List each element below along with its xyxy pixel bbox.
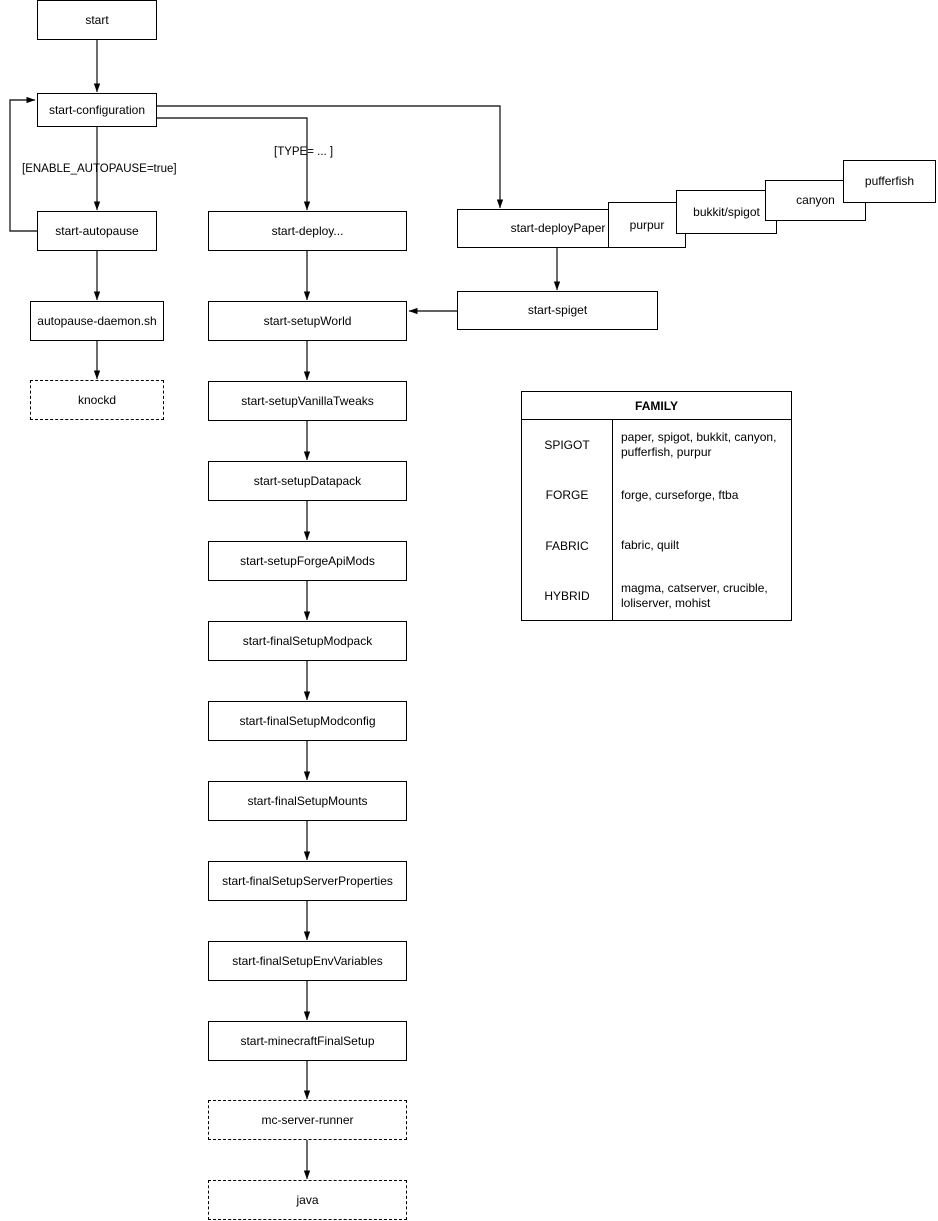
- family-legend-body: SPIGOT FORGE FABRIC HYBRID paper, spigot…: [522, 420, 791, 621]
- family-name-cell: HYBRID: [544, 588, 590, 603]
- node-start-setupdatapack[interactable]: start-setupDatapack: [208, 461, 407, 501]
- node-label: start-deploy...: [271, 223, 344, 238]
- node-start-finalsetupserverproperties[interactable]: start-finalSetupServerProperties: [208, 861, 407, 901]
- node-purpur[interactable]: purpur: [608, 202, 686, 248]
- node-start-setupworld[interactable]: start-setupWorld: [208, 301, 407, 341]
- family-name-cell: FORGE: [545, 488, 589, 503]
- node-start-finalsetupenvvariables[interactable]: start-finalSetupEnvVariables: [208, 941, 407, 981]
- node-label: bukkit/spigot: [693, 204, 760, 219]
- family-legend-members-column: paper, spigot, bukkit, canyon, pufferfis…: [613, 420, 791, 621]
- node-start-configuration[interactable]: start-configuration: [37, 93, 157, 127]
- node-label: knockd: [77, 392, 117, 407]
- edge-label-enable-autopause: [ENABLE_AUTOPAUSE=true]: [22, 163, 177, 175]
- node-start-deploy[interactable]: start-deploy...: [208, 211, 407, 251]
- node-label: start-setupDatapack: [253, 473, 362, 488]
- node-start-setupforgeapimods[interactable]: start-setupForgeApiMods: [208, 541, 407, 581]
- family-name-cell: SPIGOT: [544, 438, 590, 453]
- node-label: start-finalSetupModconfig: [239, 713, 376, 728]
- family-legend-header: FAMILY: [522, 392, 791, 420]
- node-label: start-setupWorld: [263, 313, 352, 328]
- family-members-cell: magma, catserver, crucible, loliserver, …: [621, 580, 768, 610]
- node-bukkit-spigot[interactable]: bukkit/spigot: [676, 190, 777, 234]
- node-label: start-setupForgeApiMods: [240, 553, 375, 568]
- family-name-cell: FABRIC: [545, 538, 589, 553]
- node-start-finalsetupmodpack[interactable]: start-finalSetupModpack: [208, 621, 407, 661]
- node-label: start-autopause: [55, 223, 139, 238]
- node-label: start-finalSetupModpack: [242, 633, 373, 648]
- node-label: java: [296, 1192, 319, 1207]
- node-label: autopause-daemon.sh: [37, 313, 157, 328]
- node-start-spiget[interactable]: start-spiget: [457, 291, 658, 330]
- family-members-cell: forge, curseforge, ftba: [621, 487, 739, 502]
- node-start-finalsetupmounts[interactable]: start-finalSetupMounts: [208, 781, 407, 821]
- node-label: start-spiget: [527, 303, 588, 318]
- node-label: canyon: [796, 193, 835, 208]
- node-start[interactable]: start: [37, 0, 157, 40]
- node-start-finalsetupmodconfig[interactable]: start-finalSetupModconfig: [208, 701, 407, 741]
- node-mc-server-runner[interactable]: mc-server-runner: [208, 1100, 407, 1140]
- node-knockd[interactable]: knockd: [30, 380, 164, 420]
- node-label: purpur: [629, 217, 665, 232]
- node-label: start: [85, 12, 109, 27]
- node-label: start-deployPaper: [510, 221, 606, 236]
- node-label: pufferfish: [864, 174, 915, 189]
- node-label: start-finalSetupMounts: [247, 793, 368, 808]
- family-legend-name-column: SPIGOT FORGE FABRIC HYBRID: [522, 420, 613, 621]
- family-members-cell: fabric, quilt: [621, 538, 680, 553]
- family-members-cell: paper, spigot, bukkit, canyon, pufferfis…: [621, 430, 777, 460]
- edge-configuration-to-deploy: [157, 117, 311, 211]
- edge-label-type: [TYPE= ... ]: [274, 146, 334, 158]
- node-label: start-setupVanillaTweaks: [241, 393, 374, 408]
- node-autopause-daemon-sh[interactable]: autopause-daemon.sh: [30, 301, 164, 341]
- node-label: start-finalSetupEnvVariables: [232, 953, 383, 968]
- node-start-setupvanillatweaks[interactable]: start-setupVanillaTweaks: [208, 381, 407, 421]
- node-start-minecraftfinalsetup[interactable]: start-minecraftFinalSetup: [208, 1021, 407, 1061]
- node-label: start-configuration: [48, 102, 146, 117]
- node-pufferfish[interactable]: pufferfish: [843, 160, 936, 203]
- node-label: start-finalSetupServerProperties: [222, 873, 393, 888]
- node-java[interactable]: java: [208, 1180, 407, 1220]
- node-start-autopause[interactable]: start-autopause: [37, 211, 157, 251]
- node-label: start-minecraftFinalSetup: [240, 1033, 375, 1048]
- node-label: mc-server-runner: [261, 1112, 354, 1127]
- family-legend-table: FAMILY SPIGOT FORGE FABRIC HYBRID paper,…: [521, 391, 792, 621]
